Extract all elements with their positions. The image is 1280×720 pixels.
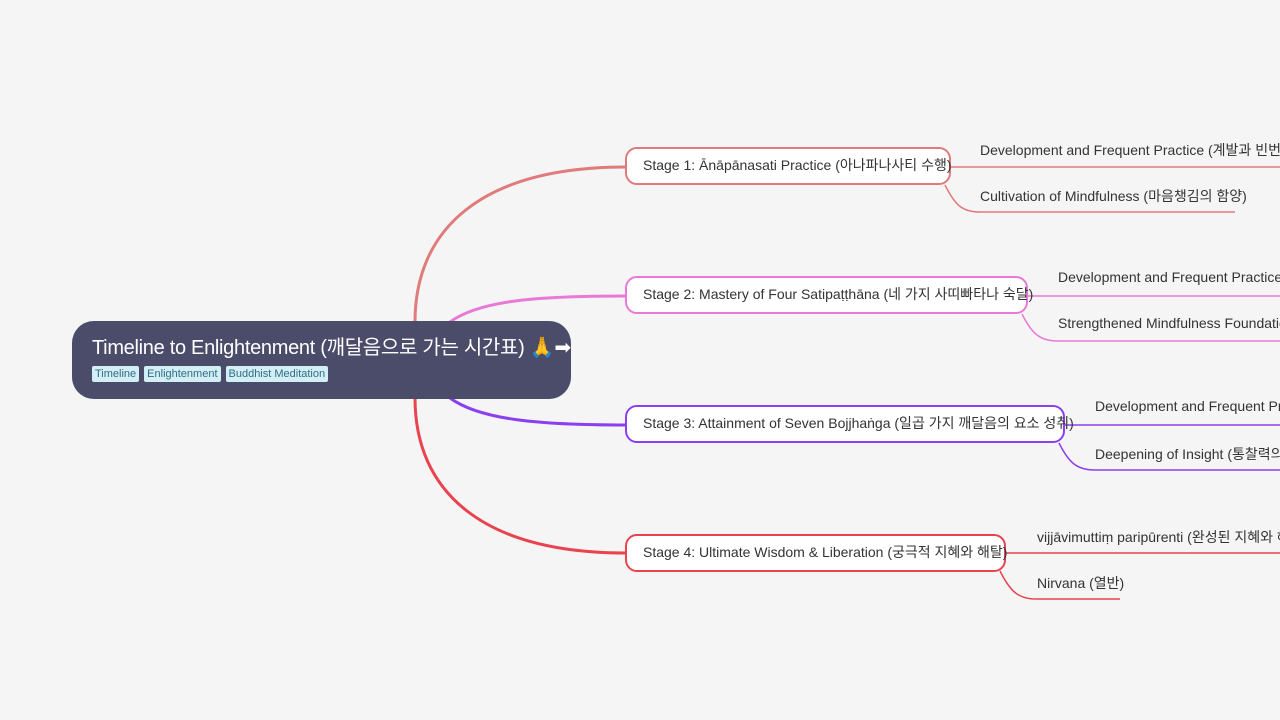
- tag-timeline[interactable]: Timeline: [92, 366, 140, 382]
- stage-3-node[interactable]: Stage 3: Attainment of Seven Bojjhaṅga (…: [625, 405, 1074, 443]
- root-title: Timeline to Enlightenment (깨달음으로 가는 시간표)…: [92, 337, 571, 359]
- stage-4-child-2[interactable]: Nirvana (열반): [1037, 575, 1125, 591]
- stage-2-child-2[interactable]: Strengthened Mindfulness Foundatio: [1058, 315, 1280, 331]
- stage-3-child-2[interactable]: Deepening of Insight (통찰력의 심: [1095, 446, 1280, 462]
- tag-enlightenment[interactable]: Enlightenment: [144, 366, 221, 382]
- stage-4-child-1[interactable]: vijjāvimuttiṃ paripūrenti (완성된 지혜와 해: [1037, 529, 1280, 545]
- stage-4-node[interactable]: Stage 4: Ultimate Wisdom & Liberation (궁…: [625, 534, 1007, 572]
- stage-3-child-1[interactable]: Development and Frequent Pra: [1095, 398, 1280, 414]
- stage-1-node[interactable]: Stage 1: Ānāpānasati Practice (아나파나사티 수행…: [625, 147, 952, 185]
- stage-1-child-1[interactable]: Development and Frequent Practice (계발과 빈…: [980, 142, 1280, 158]
- tag-buddhist-meditation[interactable]: Buddhist Meditation: [225, 366, 329, 382]
- stage-1-child-2[interactable]: Cultivation of Mindfulness (마음챙김의 함양): [980, 188, 1247, 204]
- stage-2-node[interactable]: Stage 2: Mastery of Four Satipaṭṭhāna (네…: [625, 276, 1033, 314]
- root-node[interactable]: Timeline to Enlightenment (깨달음으로 가는 시간표)…: [72, 321, 571, 399]
- stage-2-child-1[interactable]: Development and Frequent Practice (: [1058, 269, 1280, 285]
